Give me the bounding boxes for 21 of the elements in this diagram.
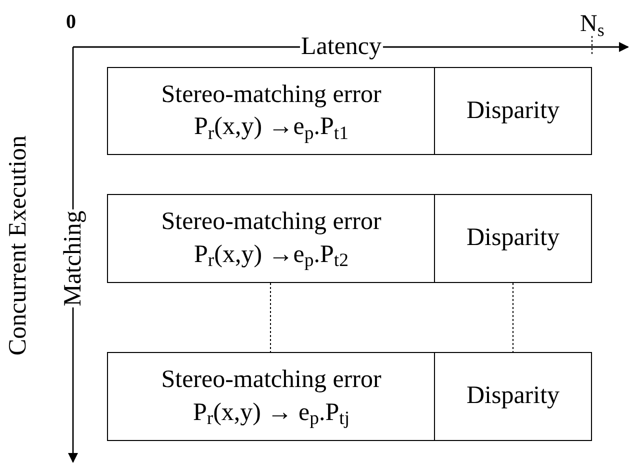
output-box [434,352,592,441]
output-box [434,194,592,283]
axis-end-label: N$_{s}$ [580,12,604,36]
dotted-connector [270,282,271,352]
process-box [107,67,436,155]
box-heading: Stereo-matching error [161,207,382,237]
box-label: Disparity [466,381,560,412]
origin-label: 0 [66,12,76,32]
output-box [434,67,592,155]
dotted-connector [512,282,514,352]
axis-label: Concurrent Execution [6,134,30,356]
formula-text: P$_{r}$(x,y) → e$_{p}$.P$_{tj}$ [192,398,350,429]
formula-text: P$_{r}$(x,y) →e$_{p}$.P$_{t2}$ [194,240,349,271]
formula-text: P$_{r}$(x,y) →e$_{p}$.P$_{t1}$ [194,112,349,144]
box-label: Disparity [466,96,560,126]
box-heading: Stereo-matching error [161,365,382,395]
box-heading: Stereo-matching error [161,80,382,110]
process-box [107,194,436,283]
process-box [107,352,436,441]
axis-label: Matching [60,209,86,307]
box-label: Disparity [466,223,560,254]
